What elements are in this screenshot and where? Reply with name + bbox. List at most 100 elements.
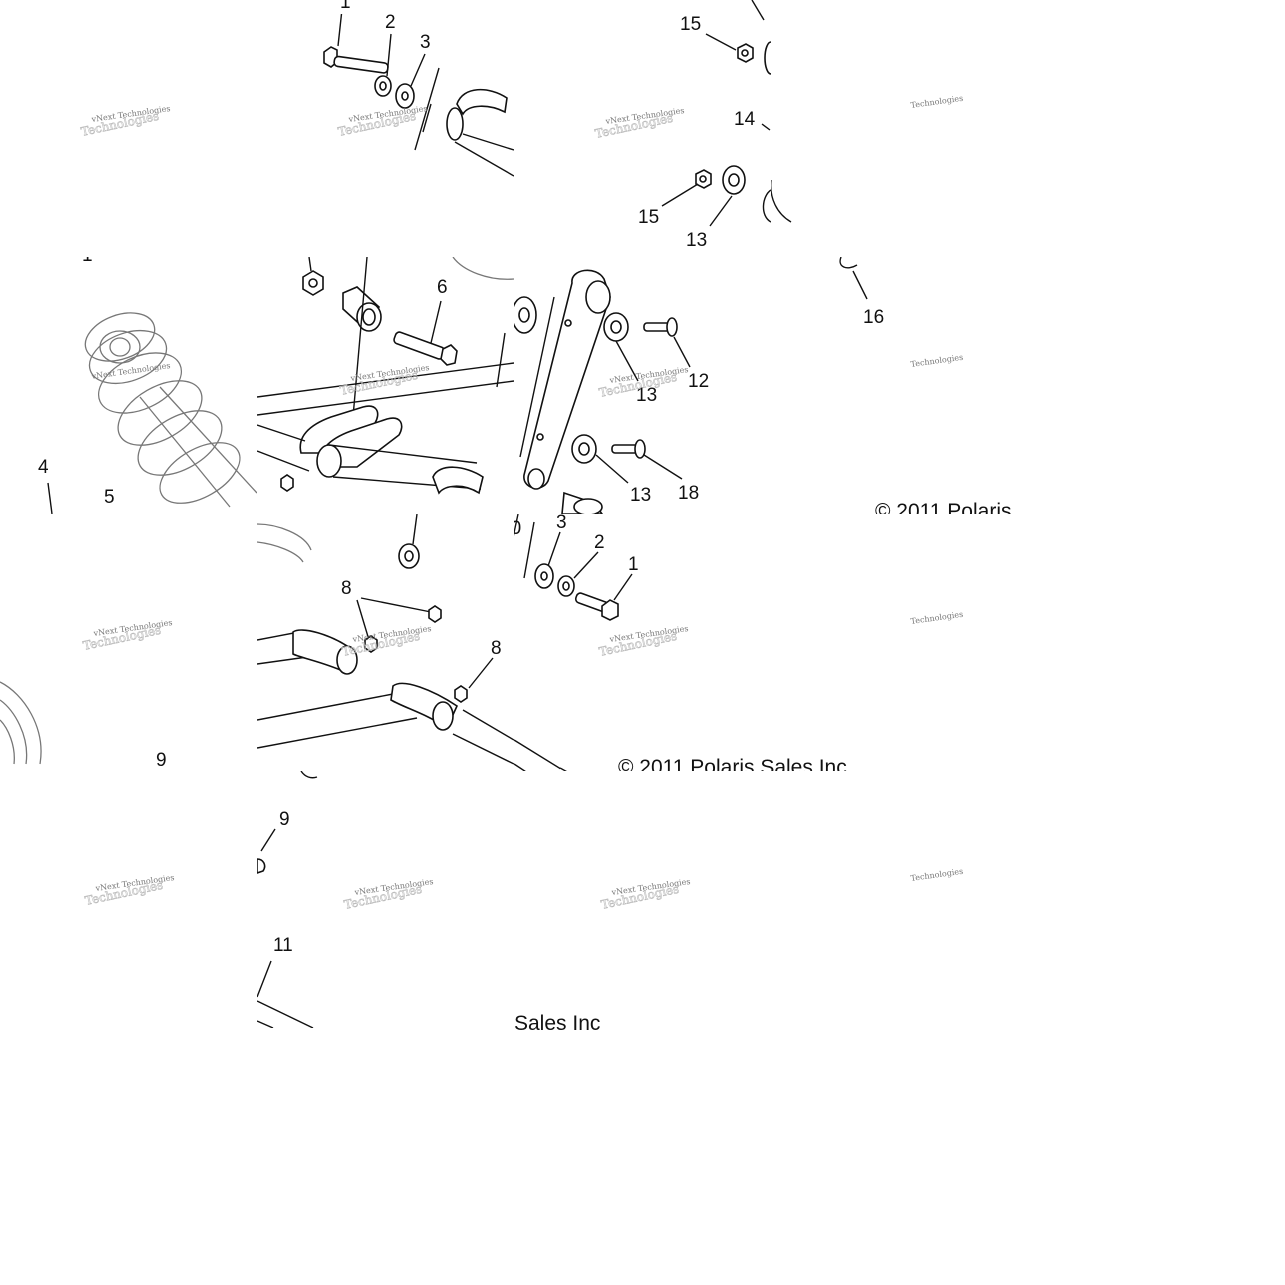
callout-label: 6 <box>437 277 448 298</box>
tile-empty-bottom-left: vNext Technologies Technologies <box>0 771 257 1028</box>
leader-line <box>257 960 272 998</box>
leader-line <box>47 482 53 514</box>
coil-spring-part <box>84 312 257 508</box>
callout-label: 10 <box>514 518 521 539</box>
callout-label: 9 <box>279 809 290 830</box>
leader-line <box>260 828 276 852</box>
svg-text:vNext Technologies: vNext Technologies <box>90 361 171 381</box>
grease-fitting-part <box>428 605 442 623</box>
watermark: vNext Technologies <box>90 361 171 381</box>
callout-label: 1 <box>340 0 351 13</box>
callout-label: 14 <box>734 109 756 130</box>
callout-label: 5 <box>104 487 115 508</box>
tile-rocker-link: 13 12 13 18 vNext Technologies Technolog… <box>514 257 771 514</box>
svg-text:Technologies: Technologies <box>910 94 964 110</box>
callout-label: 2 <box>594 532 605 553</box>
leader-line <box>613 573 633 601</box>
washer-part <box>374 75 392 97</box>
callout-label: 15 <box>680 14 701 35</box>
watermark: vNext Technologies Technologies <box>338 363 430 398</box>
callout-label: 8 <box>491 638 502 659</box>
clip-part <box>257 858 266 874</box>
arm-tube-part <box>257 629 459 749</box>
washer-part <box>398 543 420 569</box>
bolt-part <box>393 331 458 366</box>
tile-bracket-hardware: 10 3 2 1 vNext Technologies Technologies <box>514 514 771 771</box>
washer-part <box>395 83 415 109</box>
svg-text:Technologies: Technologies <box>910 867 964 883</box>
tile-shock-lower: 9 vNext Technologies Technologies <box>0 514 257 771</box>
tube-part <box>257 1000 314 1028</box>
washer-part <box>557 575 575 597</box>
copyright-text: Sales Inc <box>514 1012 600 1035</box>
callout-label: 3 <box>420 32 431 53</box>
spring-lower-part <box>257 523 312 563</box>
bushing-part <box>561 491 603 514</box>
callout-label: 4 <box>38 457 49 478</box>
tile-clip-tube: 9 11 vNext Technologies Technologies <box>257 771 514 1028</box>
shaft-part <box>452 709 514 765</box>
bolt-part <box>574 592 619 621</box>
rocker-link-part <box>519 269 611 490</box>
watermark: vNext Technologies Technologies <box>336 104 428 139</box>
tile-empty-top-right: Technologies <box>771 0 1028 257</box>
tile-shock-spring: 1 4 5 vNext Technologies <box>0 257 257 514</box>
watermark: vNext Technologies Technologies <box>342 877 434 912</box>
pivot-bracket-part <box>446 88 514 177</box>
callout-label: 15 <box>638 207 659 228</box>
leader-line <box>386 33 392 77</box>
watermark: vNext Technologies Technologies <box>83 873 175 908</box>
svg-text:Technologies: Technologies <box>910 353 964 369</box>
callout-label: 3 <box>556 514 567 533</box>
nut-part <box>695 169 712 189</box>
watermark: vNext Technologies Technologies <box>593 106 685 141</box>
leader-line <box>410 53 426 87</box>
tile-bushing-bolt-arm: 8 6 13 <box>257 257 514 514</box>
tile-lower-arm: 8 8 10 vNext Technologies <box>257 514 514 771</box>
watermark: vNext Technologies Technologies <box>340 624 432 659</box>
watermark: vNext Technologies Technologies <box>81 618 173 653</box>
tile-empty-bottom-right: Technologies <box>771 771 1028 1011</box>
tile-empty-right: Technologies <box>771 514 1028 754</box>
leader-line <box>352 257 368 418</box>
watermark: vNext Technologies Technologies <box>597 624 689 659</box>
clip-part <box>839 257 858 269</box>
pin-part <box>611 439 646 459</box>
leader-line <box>595 454 629 484</box>
tile-watermark-bottom: vNext Technologies Technologies <box>514 771 771 1011</box>
tile-empty-top-left: vNext Technologies Technologies <box>0 0 257 257</box>
callout-label: 16 <box>863 307 884 328</box>
callout-label: 13 <box>630 485 651 506</box>
watermark: vNext Technologies Technologies <box>599 877 691 912</box>
watermark: vNext Technologies Technologies <box>79 104 171 139</box>
leader-line <box>356 599 370 641</box>
arm-mount-part <box>257 405 484 495</box>
washer-part <box>534 563 554 589</box>
leader-line <box>852 270 868 300</box>
callout-label: 1 <box>628 554 639 575</box>
leader-line <box>643 454 683 480</box>
callout-label: 9 <box>156 750 167 771</box>
tile-callout-fragment: 1 <box>330 0 354 14</box>
leader-line <box>430 300 442 344</box>
tile-bolt-washers-top: 2 3 vNext Technologies Technologies <box>257 0 514 257</box>
callout-label: 13 <box>636 385 657 406</box>
callout-label: 1 <box>82 257 93 266</box>
leader-line <box>547 531 561 567</box>
washer-part <box>603 312 629 342</box>
nut-part <box>302 270 324 296</box>
washer-part <box>571 434 597 464</box>
tile-nuts-washers-top: 15 14 15 13 vNext Technologies Technolog… <box>514 0 771 257</box>
nut-part <box>737 43 754 63</box>
bolt-part <box>323 46 389 74</box>
washer-part <box>722 165 746 195</box>
callout-label: 12 <box>688 371 709 392</box>
leader-line <box>615 340 639 382</box>
callout-label: 11 <box>273 935 293 956</box>
leader-line <box>573 551 599 579</box>
leader-line <box>709 195 733 227</box>
leader-line <box>705 33 737 51</box>
svg-text:Technologies: Technologies <box>910 610 964 626</box>
callout-label: 2 <box>385 12 396 33</box>
